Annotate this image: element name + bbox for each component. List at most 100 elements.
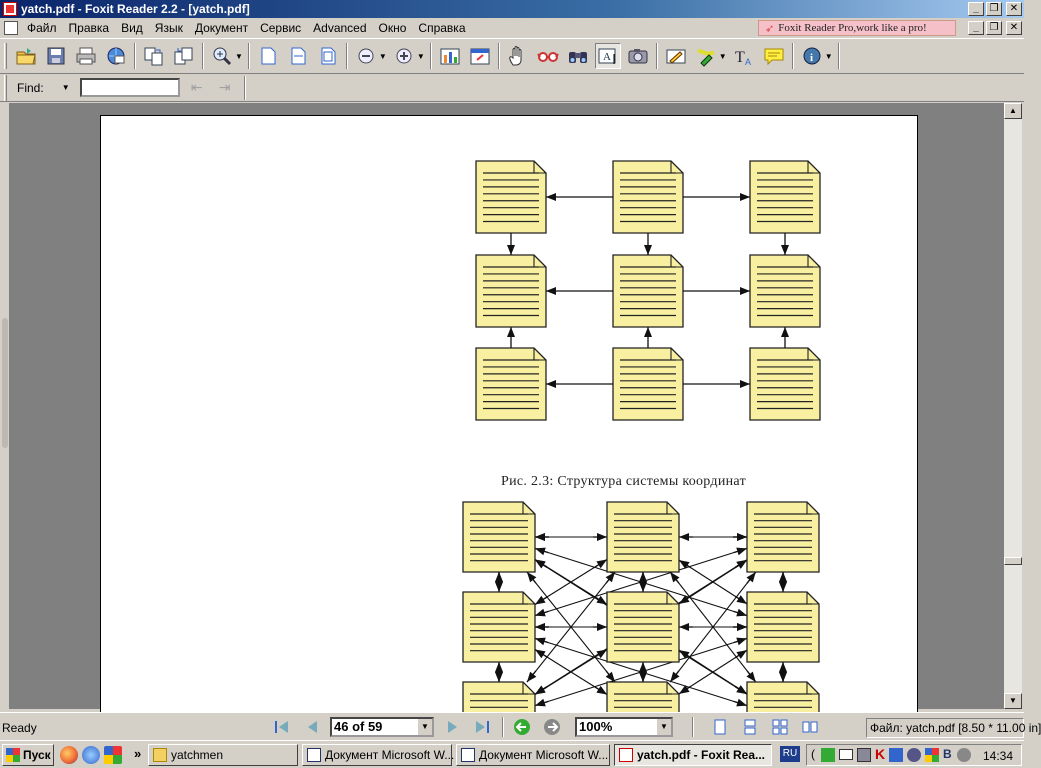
zoom-dropdown-chevron-icon[interactable]: ▼ [657,719,671,735]
network-icon[interactable] [889,748,903,762]
start-button[interactable]: Пуск [2,744,54,766]
last-page-button[interactable] [472,718,492,736]
promo-banner[interactable]: ➶ Foxit Reader Pro,work like a pro! [758,20,956,36]
title-bar[interactable]: yatch.pdf - Foxit Reader 2.2 - [yatch.pd… [0,0,1024,18]
page-number-field[interactable]: 46 of 59 ▼ [330,717,434,737]
panel-collapse-handle[interactable] [2,318,8,448]
first-page-button[interactable] [272,718,292,736]
fit-page-button[interactable] [315,43,341,69]
task-yatchmen[interactable]: yatchmen [148,744,298,766]
task-foxit-reader[interactable]: yatch.pdf - Foxit Rea... [614,744,772,766]
glasses-tool-button[interactable] [535,43,561,69]
antivirus-icon[interactable]: K [875,746,886,762]
document-icon[interactable] [4,21,18,35]
zoom-out-button[interactable] [353,43,379,69]
minimize-button[interactable]: _ [968,2,984,16]
doc-close-button[interactable]: ✕ [1006,21,1022,35]
facing-view-button[interactable] [770,718,790,736]
menu-view[interactable]: Вид [121,21,143,35]
close-button[interactable]: ✕ [1006,2,1022,16]
foxit-app-icon[interactable] [3,2,17,16]
save-button[interactable] [43,43,69,69]
settings-tray-icon[interactable] [957,748,971,762]
menu-edit[interactable]: Правка [68,21,110,35]
page-dropdown-chevron-icon[interactable]: ▼ [418,719,432,735]
chevron-down-icon[interactable]: ▼ [235,51,243,61]
search-button[interactable] [565,43,591,69]
continuous-facing-view-button[interactable] [800,718,820,736]
scrollbar-thumb[interactable] [1004,557,1022,565]
browser-icon[interactable] [82,746,100,764]
window-tray-icon[interactable] [857,748,871,762]
restore-button[interactable]: ❐ [986,2,1002,16]
zoom-level-field[interactable]: 100% ▼ [575,717,673,737]
note-tool-button[interactable] [761,43,787,69]
task-word-document-2[interactable]: Документ Microsoft W... [456,744,610,766]
menu-language[interactable]: Язык [154,21,183,35]
chevron-down-icon[interactable]: ▼ [416,51,425,61]
snapshot-button[interactable] [625,43,651,69]
scroll-up-arrow-icon[interactable]: ▲ [1004,103,1022,119]
menu-document[interactable]: Документ [194,21,249,35]
doc-minimize-button[interactable]: _ [968,21,984,35]
menu-advanced[interactable]: Advanced [313,21,367,35]
zoom-tool-button[interactable] [209,43,235,69]
open-button[interactable] [13,43,39,69]
tray-app-icon[interactable] [821,748,835,762]
zoom-in-button[interactable] [391,43,417,69]
paste-pages-button[interactable] [171,43,197,69]
go-back-button[interactable] [512,718,532,736]
chevron-down-icon[interactable]: ▼ [718,51,727,61]
menu-file[interactable]: Файл [27,21,57,35]
tray-expand-icon[interactable]: ( [811,747,815,761]
find-input[interactable] [79,78,180,97]
paint-icon[interactable] [104,746,122,764]
menu-help[interactable]: Справка [418,21,466,35]
mail-icon[interactable] [839,749,853,760]
doc-restore-button[interactable]: ❐ [986,21,1002,35]
find-next-icon[interactable]: ⇥ [218,79,231,95]
colorful-tray-icon[interactable] [925,748,939,762]
email-button[interactable] [103,43,129,69]
select-text-button[interactable]: A [594,43,621,69]
language-indicator[interactable]: RU [780,746,800,762]
diagram-arrowhead [594,648,608,659]
firefox-icon[interactable] [60,746,78,764]
navigation-panel-strip[interactable] [0,103,10,709]
print-button[interactable] [73,43,99,69]
actual-size-button[interactable] [255,43,281,69]
chevron-down-icon[interactable]: ▼ [824,51,833,61]
diagram-node [606,591,680,663]
menu-window[interactable]: Окно [378,21,407,35]
fit-width-button[interactable] [285,43,311,69]
go-forward-button[interactable] [542,718,562,736]
speaker-icon[interactable] [907,748,921,762]
scroll-down-arrow-icon[interactable]: ▼ [1004,693,1022,709]
task-word-document-1[interactable]: Документ Microsoft W... [302,744,454,766]
toolbar-grip[interactable] [4,43,7,69]
more-quicklaunch-chevron-icon[interactable]: » [134,746,142,761]
next-page-button[interactable] [443,718,463,736]
find-previous-icon[interactable]: ⇤ [190,79,203,95]
highlighter-tool-button[interactable] [693,43,719,69]
find-options-chevron-icon[interactable]: ▼ [61,83,70,92]
document-view[interactable]: Рис. 2.3: Структура системы координат [0,103,1004,753]
chevron-down-icon[interactable]: ▼ [378,51,387,61]
snapshot-icon [628,49,648,64]
bookmarks-button[interactable] [437,43,463,69]
menu-tools[interactable]: Сервис [260,21,302,35]
info-button[interactable]: i [799,43,825,69]
continuous-view-button[interactable] [740,718,760,736]
findbar-grip[interactable] [4,74,7,101]
diagram-arrowhead [733,637,748,646]
copy-pages-button[interactable] [141,43,167,69]
single-page-view-button[interactable] [710,718,730,736]
b-tray-icon[interactable]: B [943,747,952,761]
pdf-page[interactable]: Рис. 2.3: Структура системы координат [100,115,918,753]
previous-page-button[interactable] [302,718,322,736]
window-button[interactable] [467,43,493,69]
vertical-scrollbar[interactable]: ▲ ▼ [1004,103,1022,709]
pencil-tool-button[interactable] [663,43,689,69]
hand-tool-button[interactable] [505,43,531,69]
